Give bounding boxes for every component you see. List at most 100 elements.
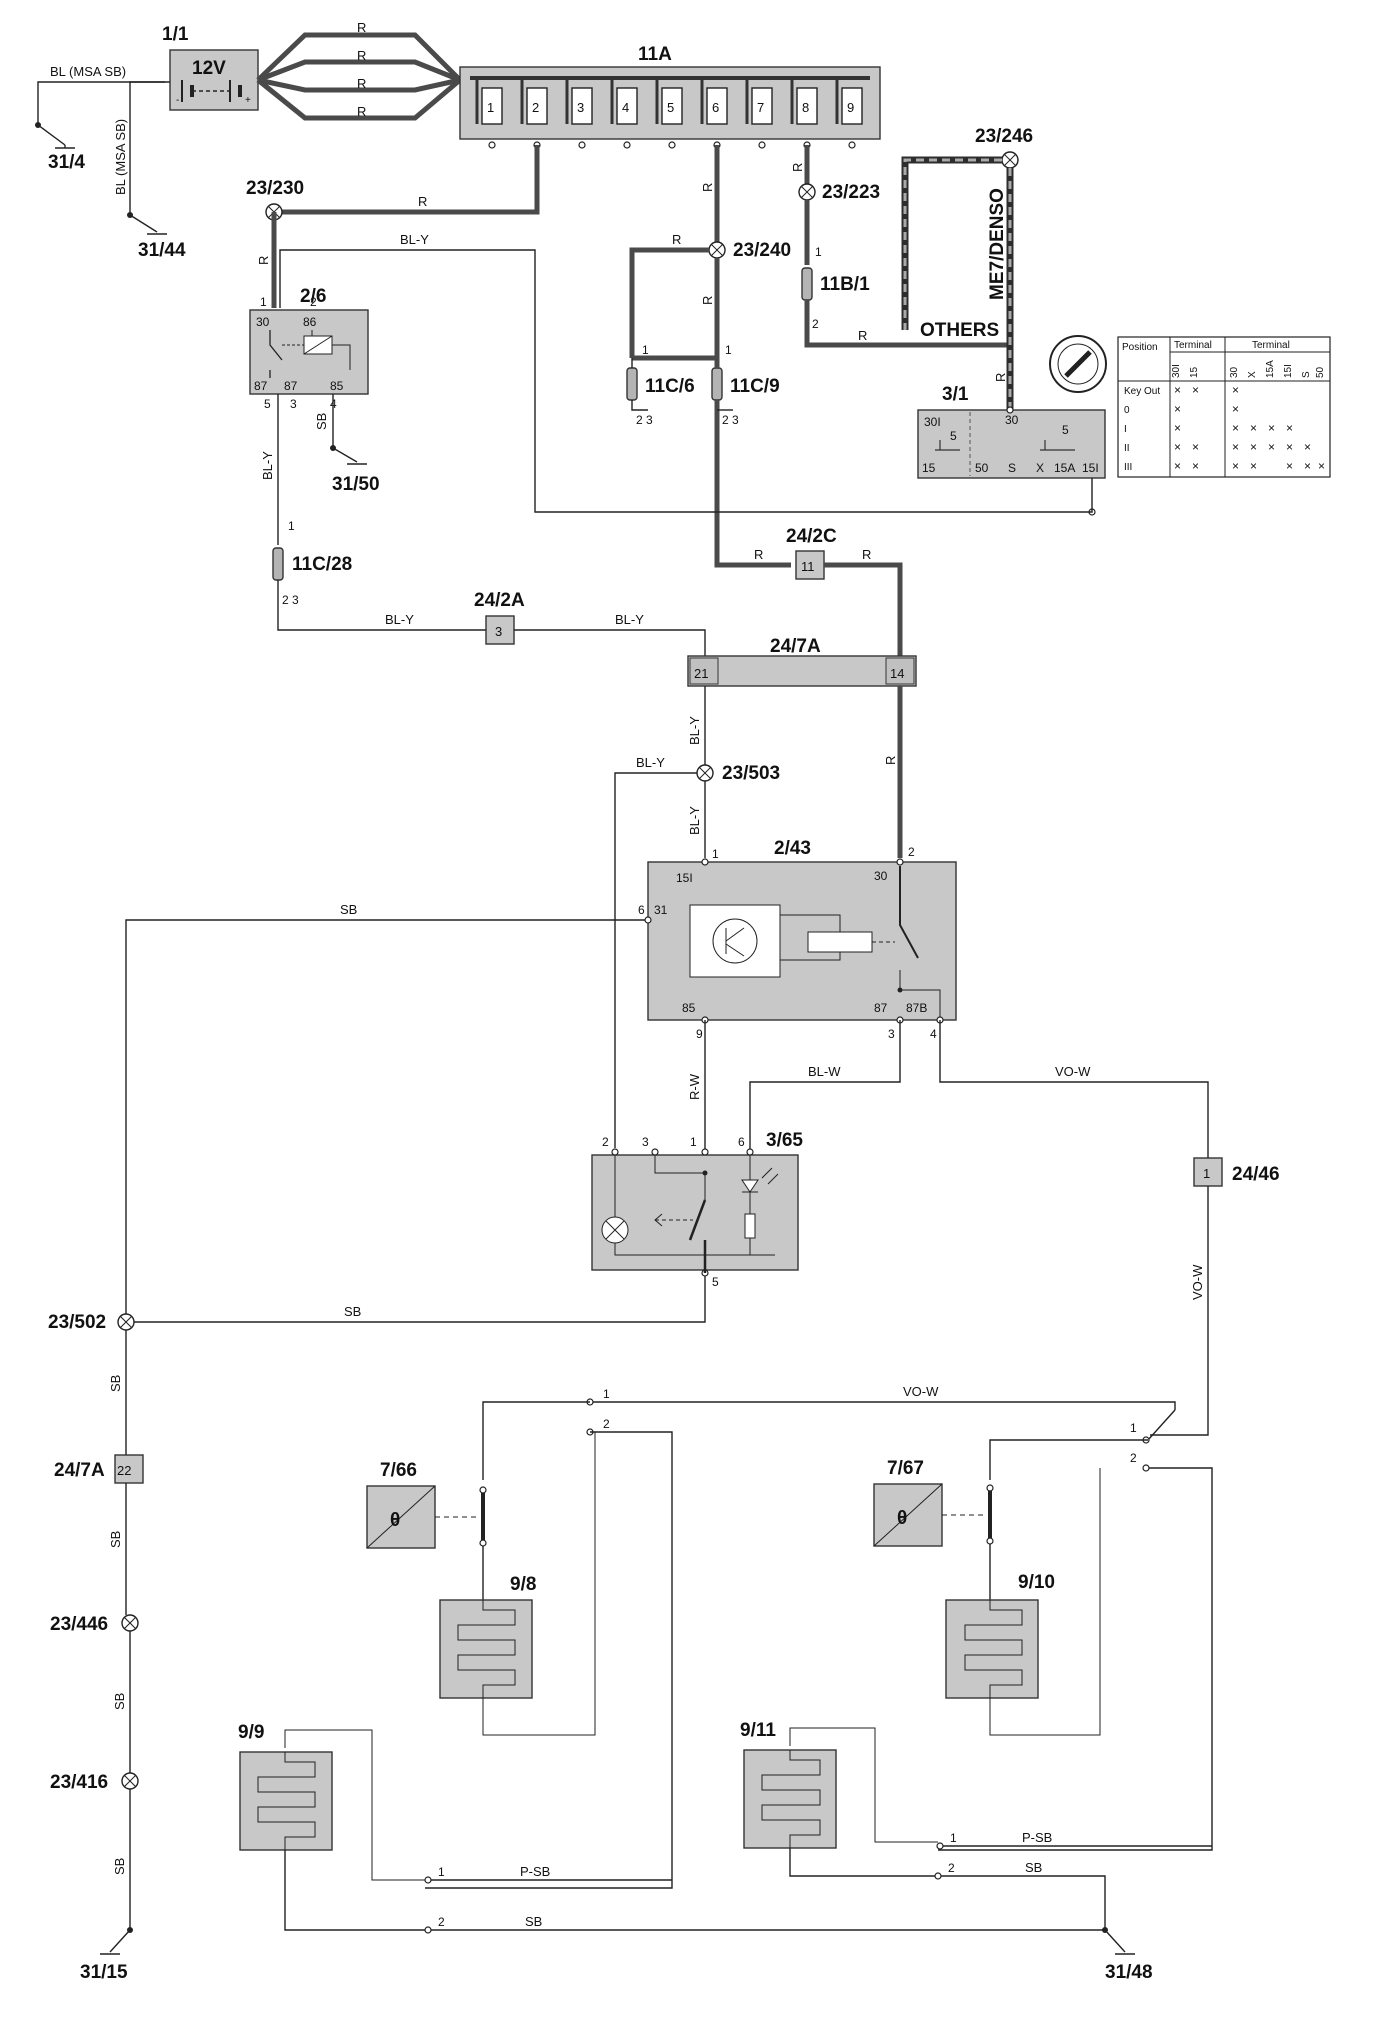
connector-24-2a-pin: 3 bbox=[495, 624, 502, 639]
connector-24-2c-pin: 11 bbox=[801, 559, 815, 574]
fuse-6: 6 bbox=[712, 100, 719, 115]
ign-table-mark: × bbox=[1232, 459, 1239, 473]
label-others: OTHERS bbox=[920, 320, 999, 341]
wire-label-r-13: R bbox=[858, 328, 867, 343]
relay-2-43-num-3: 3 bbox=[888, 1027, 895, 1041]
wire-label-p-sb-1: P-SB bbox=[520, 1864, 550, 1879]
ground-31-50: 31/50 bbox=[332, 474, 380, 495]
wire-label-vo-w-1: VO-W bbox=[1055, 1064, 1091, 1079]
wire-label-sb-6: SB bbox=[112, 1693, 127, 1710]
switch-left-pin-2: 2 bbox=[603, 1417, 610, 1431]
ign-table-row-4: III bbox=[1124, 462, 1132, 473]
switch-3-65-num-6: 6 bbox=[738, 1135, 745, 1149]
fuse-11c28-pin-1: 1 bbox=[288, 519, 295, 533]
ign-table-mark: × bbox=[1174, 402, 1181, 416]
ign-table-mark: × bbox=[1250, 421, 1257, 435]
connector-24-7a-22 bbox=[114, 1454, 144, 1484]
heater-9-11 bbox=[743, 1749, 837, 1849]
wire-label-r-9: R bbox=[700, 296, 715, 305]
switch-3-65-id: 3/65 bbox=[766, 1130, 803, 1151]
splice-label-23-230: 23/230 bbox=[246, 178, 304, 199]
wire-label-sb-1: SB bbox=[314, 413, 329, 430]
battery-id: 1/1 bbox=[162, 24, 189, 45]
wire-label-bl-w: BL-W bbox=[808, 1064, 841, 1079]
wire-label-bl-y-1: BL-Y bbox=[400, 232, 429, 247]
fusebox-id: 11A bbox=[638, 44, 672, 65]
switch-left-pin-1: 1 bbox=[603, 1387, 610, 1401]
relay-2-43-pin-15i: 15I bbox=[676, 871, 693, 885]
splice-23-223 bbox=[798, 183, 816, 201]
wire-label-sb-2: SB bbox=[340, 902, 357, 917]
connector-24-2c bbox=[795, 550, 825, 580]
battery-minus: - bbox=[176, 95, 179, 106]
ign-table-header-terminal-1: Terminal bbox=[1174, 340, 1212, 351]
wire-label-r-4: R bbox=[357, 104, 366, 119]
ign-pin-15i: 15I bbox=[1082, 461, 1099, 475]
ign-table-mark: × bbox=[1192, 440, 1199, 454]
heater-9-9-pin-2: 2 bbox=[438, 1915, 445, 1929]
battery-voltage: 12V bbox=[192, 58, 226, 79]
ignition-id: 3/1 bbox=[942, 384, 969, 405]
heater-9-10-id: 9/10 bbox=[1018, 1572, 1055, 1593]
fuse-label-11c-9: 11C/9 bbox=[730, 376, 780, 397]
relay-2-43-id: 2/43 bbox=[774, 838, 811, 859]
ign-table-col-0: 30I bbox=[1171, 364, 1182, 378]
relay-2-43-pin-85: 85 bbox=[682, 1001, 696, 1015]
ground-31-48: 31/48 bbox=[1105, 1962, 1153, 1983]
label-me7-denso: ME7/DENSO bbox=[987, 188, 1008, 300]
ground-31-4: 31/4 bbox=[48, 152, 85, 173]
ign-pin-15a: 15A bbox=[1054, 461, 1075, 475]
fuse-label-11c-28: 11C/28 bbox=[292, 554, 352, 575]
ign-table-mark: × bbox=[1192, 459, 1199, 473]
ign-table-col-3: X bbox=[1247, 371, 1258, 378]
ignition-key-icon bbox=[1049, 335, 1107, 393]
ign-table-mark: × bbox=[1268, 421, 1275, 435]
ign-pin-5a: 5 bbox=[950, 429, 957, 443]
wire-label-bl-y-2: BL-Y bbox=[260, 451, 275, 480]
fuse-11c28-pin-2: 2 3 bbox=[282, 593, 299, 607]
wire-label-bl-y-3: BL-Y bbox=[385, 612, 414, 627]
ground-31-44: 31/44 bbox=[138, 240, 186, 261]
ign-table-col-4: 15A bbox=[1265, 360, 1276, 378]
ign-table-row-2: I bbox=[1124, 424, 1127, 435]
relay-2-6-pin-87a: 87 bbox=[254, 379, 268, 393]
ign-table-mark: × bbox=[1286, 459, 1293, 473]
ign-table-col-2: 30 bbox=[1229, 366, 1240, 378]
fuse-4: 4 bbox=[622, 100, 629, 115]
wire-label-r-2: R bbox=[357, 48, 366, 63]
heater-9-8-id: 9/8 bbox=[510, 1574, 536, 1595]
splice-23-240 bbox=[708, 241, 726, 259]
wire-label-vo-w-3: VO-W bbox=[903, 1384, 939, 1399]
relay-2-43-pin-31: 31 bbox=[654, 903, 668, 917]
connector-label-24-2c: 24/2C bbox=[786, 526, 837, 547]
splice-label-23-240: 23/240 bbox=[733, 240, 791, 261]
connector-label-24-2a: 24/2A bbox=[474, 590, 525, 611]
relay-2-43-num-9: 9 bbox=[696, 1027, 703, 1041]
heater-9-8 bbox=[439, 1599, 533, 1699]
wire-label-r-7: R bbox=[700, 183, 715, 192]
fuse-11c9-pin-2: 2 3 bbox=[722, 413, 739, 427]
relay-2-6-pin-87b: 87 bbox=[284, 379, 298, 393]
ign-table-mark: × bbox=[1318, 459, 1325, 473]
ign-table-row-0: Key Out bbox=[1124, 386, 1160, 397]
ign-table-header-position: Position bbox=[1122, 342, 1158, 353]
led-icon bbox=[741, 1179, 759, 1193]
ign-pin-x: X bbox=[1036, 461, 1044, 475]
relay-2-43-num-1: 1 bbox=[712, 847, 719, 861]
ign-table-col-6: S bbox=[1301, 371, 1312, 378]
fuse-9: 9 bbox=[847, 100, 854, 115]
ign-table-mark: × bbox=[1174, 421, 1181, 435]
splice-label-23-416: 23/416 bbox=[50, 1772, 108, 1793]
wire-label-bl-y-7: BL-Y bbox=[687, 806, 702, 835]
ign-table-mark: × bbox=[1232, 421, 1239, 435]
wire-label-vo-w-2: VO-W bbox=[1190, 1264, 1205, 1300]
ign-table-mark: × bbox=[1286, 421, 1293, 435]
theta-icon-right: θ bbox=[897, 1508, 907, 1529]
battery bbox=[169, 49, 259, 111]
ign-table-row-3: II bbox=[1124, 443, 1130, 454]
relay-2-6-num-5: 5 bbox=[264, 397, 271, 411]
fuse-label-11c-6: 11C/6 bbox=[645, 376, 695, 397]
heater-9-11-pin-1: 1 bbox=[950, 1831, 957, 1845]
splice-label-23-446: 23/446 bbox=[50, 1614, 108, 1635]
heater-9-9 bbox=[239, 1751, 333, 1851]
